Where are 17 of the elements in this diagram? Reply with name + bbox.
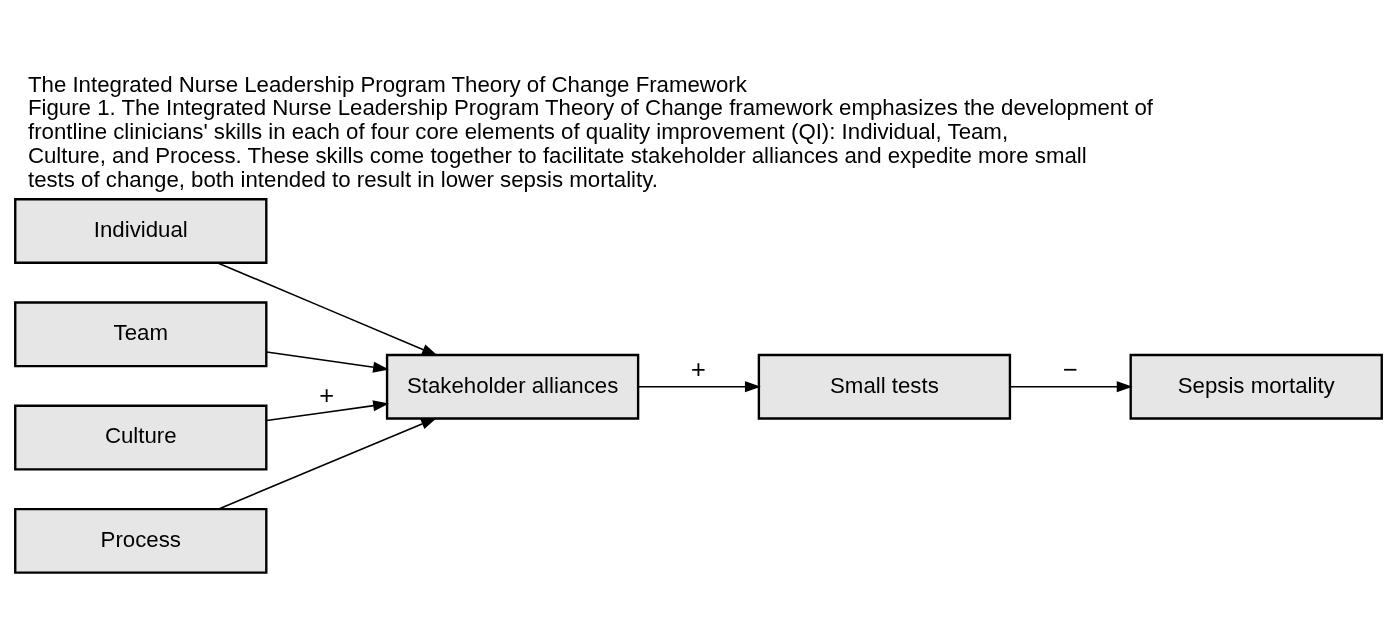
node-box: Stakeholder alliances bbox=[385, 353, 640, 420]
edge-label: + bbox=[319, 380, 335, 409]
node-box: Culture bbox=[14, 404, 268, 471]
edge-label: − bbox=[1062, 354, 1078, 383]
node-box: Small tests bbox=[757, 353, 1012, 420]
arrow bbox=[1009, 380, 1133, 392]
arrow bbox=[217, 261, 438, 356]
diagram-title: The Integrated Nurse Leadership Program Theory of Change Framework bbox=[27, 71, 747, 97]
node-box: Process bbox=[14, 507, 268, 574]
arrow bbox=[265, 350, 389, 373]
edge-label: + bbox=[691, 354, 706, 383]
arrow bbox=[217, 417, 437, 510]
node-box: Sepsis mortality bbox=[1129, 353, 1383, 420]
node-box: Team bbox=[14, 300, 268, 367]
node-box: Individual bbox=[14, 197, 268, 264]
arrow bbox=[265, 399, 389, 421]
arrow bbox=[637, 380, 761, 392]
